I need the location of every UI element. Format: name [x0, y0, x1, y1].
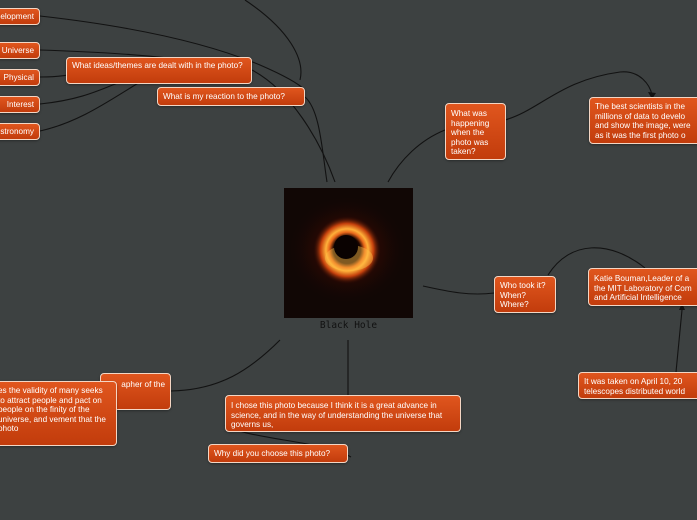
- node-interest[interactable]: Interest: [0, 96, 40, 113]
- node-universe-label: Universe: [1, 46, 34, 55]
- black-hole-photo: [284, 188, 413, 318]
- connector-elopment: [39, 15, 306, 91]
- center-topic-label: Black Hole: [319, 320, 378, 331]
- node-interest-label: Interest: [6, 100, 34, 109]
- node-ideas-themes[interactable]: What ideas/themes are dealt with in the …: [66, 57, 252, 84]
- connector-taken-on: [675, 309, 683, 373]
- node-elopment[interactable]: elopment: [0, 8, 40, 25]
- connector-who-took: [422, 285, 495, 295]
- connector-interest: [39, 81, 121, 105]
- node-taken-on-label: It was taken on April 10, 20 telescopes …: [584, 377, 686, 396]
- connector-best-scientists: [504, 71, 653, 121]
- node-ideas-themes-label: What ideas/themes are dealt with in the …: [72, 61, 243, 70]
- node-photographer-back-label: apher of the: [121, 380, 165, 389]
- connector-astronomy: [39, 81, 141, 132]
- node-katie-bouman[interactable]: Katie Bouman,Leader of a the MIT Laborat…: [588, 268, 697, 306]
- arrowhead-katie: [679, 303, 685, 310]
- node-astronomy[interactable]: stronomy: [0, 123, 40, 140]
- node-what-happening-label: What was happening when the photo was ta…: [451, 109, 490, 156]
- node-best-scientists[interactable]: The best scientists in the millions of d…: [589, 97, 697, 144]
- node-elopment-label: elopment: [0, 12, 34, 21]
- connector-photographer: [170, 339, 281, 392]
- node-who-took[interactable]: Who took it? When? Where?: [494, 276, 556, 313]
- node-reaction[interactable]: What is my reaction to the photo?: [157, 87, 305, 106]
- connector-what-happening: [387, 129, 446, 183]
- node-why-chose-label: Why did you choose this photo?: [214, 449, 331, 458]
- node-validity[interactable]: es the validity of many seeks to attract…: [0, 381, 117, 446]
- connector-ideas: [251, 69, 336, 183]
- node-validity-label: es the validity of many seeks to attract…: [0, 386, 106, 433]
- node-physical-label: Physical: [3, 73, 35, 82]
- node-why-chose[interactable]: Why did you choose this photo?: [208, 444, 348, 463]
- connector-katie: [547, 247, 646, 276]
- arrowhead-best-scientists: [648, 92, 656, 99]
- node-physical[interactable]: Physical: [0, 69, 40, 86]
- node-what-happening[interactable]: What was happening when the photo was ta…: [445, 103, 506, 160]
- connector-top-curve: [244, 0, 302, 81]
- node-reaction-label: What is my reaction to the photo?: [163, 92, 285, 101]
- node-who-took-label: Who took it? When? Where?: [500, 281, 546, 309]
- node-chose-photo[interactable]: I chose this photo because I think it is…: [225, 395, 461, 432]
- node-astronomy-label: stronomy: [0, 127, 34, 136]
- node-chose-photo-label: I chose this photo because I think it is…: [231, 401, 443, 429]
- connector-reaction: [304, 96, 328, 183]
- node-best-scientists-label: The best scientists in the millions of d…: [595, 102, 691, 140]
- node-taken-on[interactable]: It was taken on April 10, 20 telescopes …: [578, 372, 697, 399]
- node-katie-bouman-label: Katie Bouman,Leader of a the MIT Laborat…: [594, 274, 692, 302]
- node-universe[interactable]: Universe: [0, 42, 40, 59]
